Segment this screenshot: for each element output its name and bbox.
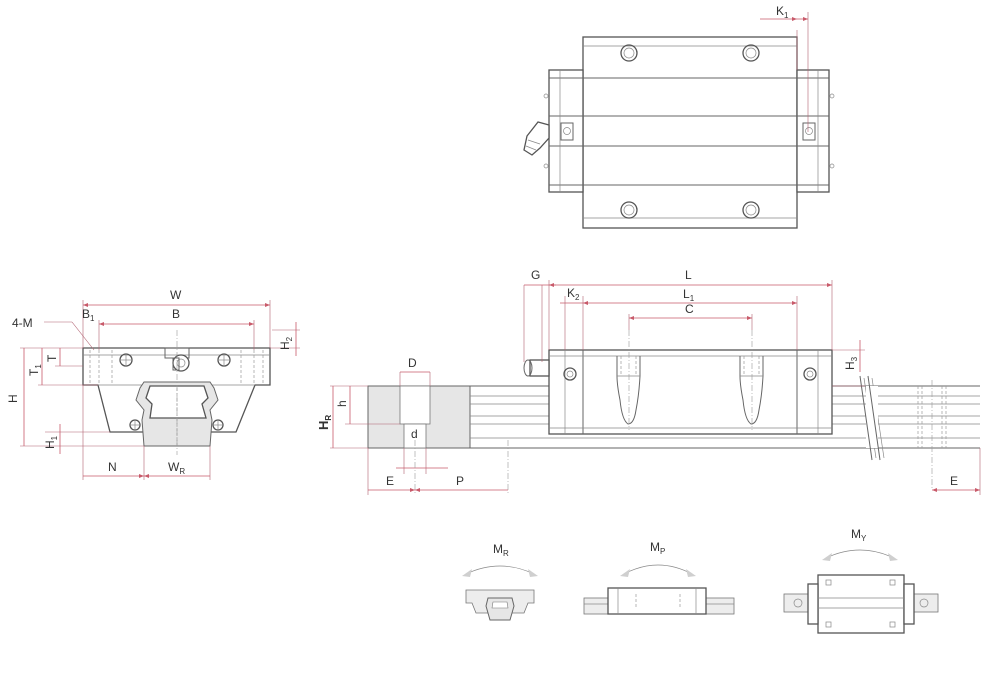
top-end-cap-right	[796, 69, 830, 193]
side-view: G L L1 K2 C H3 D d	[316, 268, 981, 495]
end-screw-icon	[119, 353, 133, 367]
top-mounting-hole	[620, 44, 638, 62]
label-l: L	[685, 268, 692, 282]
label-h2: H2	[278, 336, 294, 350]
label-e-left: E	[386, 474, 394, 488]
label-k1: K1	[776, 4, 789, 20]
moment-my-diagram: MY	[783, 527, 939, 634]
top-end-cap-left	[548, 69, 584, 193]
label-w: W	[170, 288, 182, 302]
side-block-body	[548, 349, 833, 435]
label-h3: H3	[843, 356, 859, 370]
label-t: T	[45, 354, 59, 362]
label-k2: K2	[567, 286, 580, 302]
label-my: MY	[851, 527, 867, 543]
label-d-upper: D	[408, 356, 417, 370]
label-d-lower: d	[411, 427, 418, 441]
label-e-right: E	[950, 474, 958, 488]
side-mounting-hole	[616, 356, 641, 425]
label-b1: B1	[82, 307, 95, 323]
label-4-m: 4-M	[12, 316, 33, 330]
label-h-lower: h	[335, 400, 349, 407]
moment-mr-diagram: MR	[462, 542, 538, 621]
top-mounting-hole	[742, 44, 760, 62]
top-mounting-hole	[742, 201, 760, 219]
moment-mp-diagram: MP	[583, 540, 735, 615]
label-l1: L1	[683, 287, 695, 303]
top-mounting-hole	[620, 201, 638, 219]
end-screw-icon	[217, 353, 231, 367]
side-grease-nipple-icon	[523, 359, 550, 377]
label-wr: WR	[168, 460, 185, 476]
end-view: W B B1 4-M H2 T T1 H H1	[6, 288, 300, 480]
label-b: B	[172, 307, 180, 321]
label-c: C	[685, 302, 694, 316]
side-mounting-hole	[739, 356, 764, 425]
label-mr: MR	[493, 542, 509, 558]
label-t1: T1	[27, 364, 43, 376]
end-screw-icon	[129, 419, 141, 431]
label-p: P	[456, 474, 464, 488]
label-h: H	[6, 394, 20, 403]
end-screw-icon	[212, 419, 224, 431]
label-mp: MP	[650, 540, 665, 556]
top-view: K1	[523, 4, 835, 229]
label-n: N	[108, 460, 117, 474]
label-h1: H1	[43, 435, 59, 449]
top-block-body	[582, 36, 798, 229]
label-g: G	[531, 268, 540, 282]
label-hr: HR	[316, 415, 333, 430]
grease-nipple-icon	[523, 121, 550, 156]
